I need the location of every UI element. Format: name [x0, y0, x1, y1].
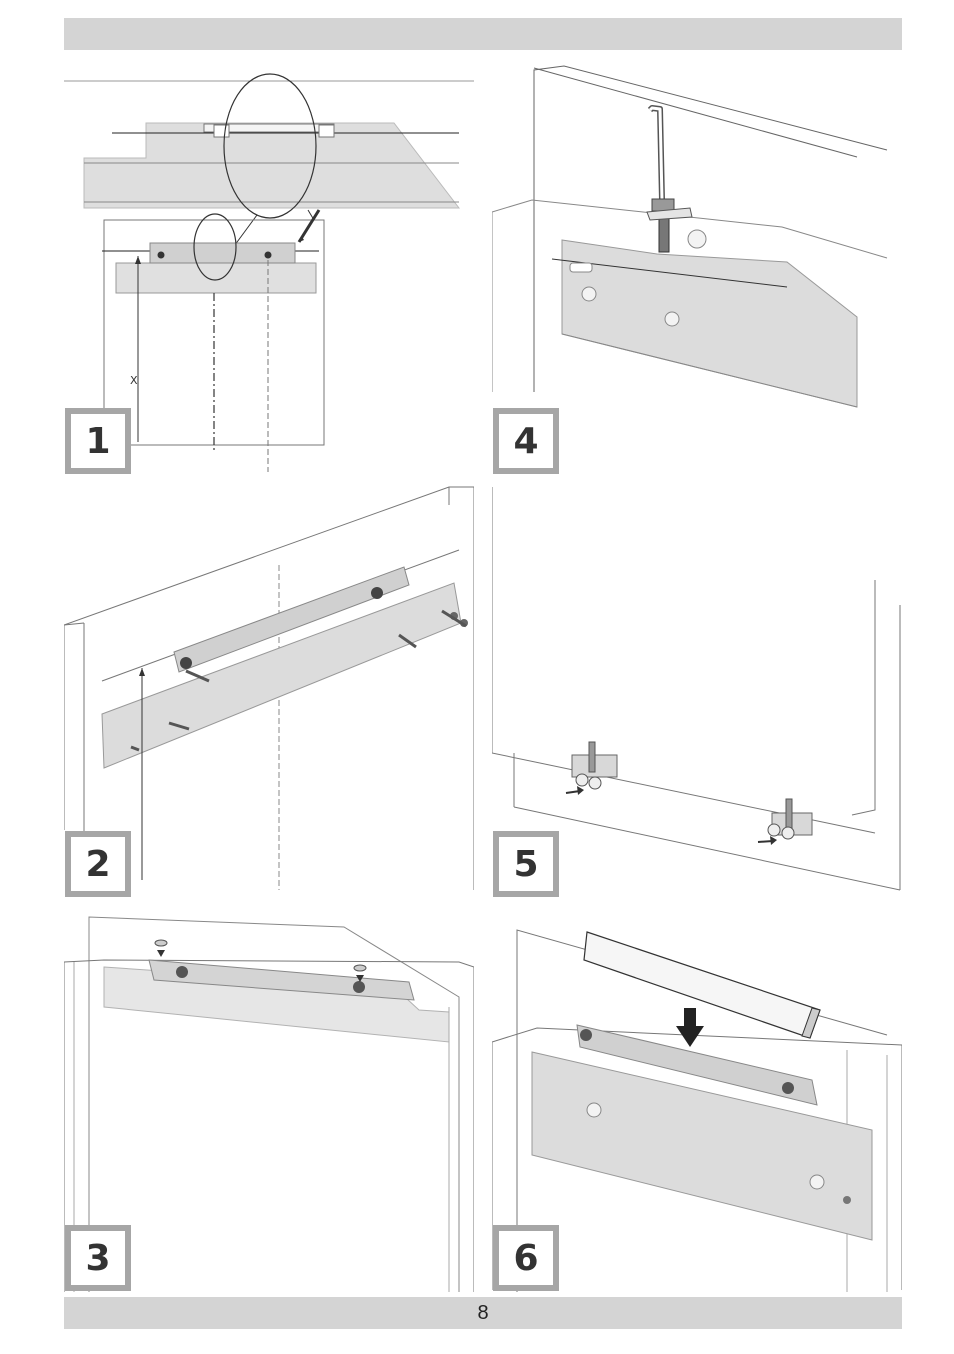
step-3-panel: 3	[64, 912, 474, 1292]
pencil-icon	[299, 210, 319, 242]
rail-profile	[584, 932, 820, 1038]
step-1-panel: X 1	[64, 70, 474, 472]
step-5-panel: 5	[492, 485, 902, 895]
page-number: 8	[477, 1302, 488, 1325]
screw-icon	[768, 799, 812, 839]
screw-icon	[572, 742, 617, 789]
header-bar	[64, 18, 902, 50]
push-arrow-icon	[566, 786, 584, 795]
step-3-number: 3	[65, 1225, 131, 1291]
allen-key-icon	[650, 108, 662, 200]
step-2-panel: 2	[64, 485, 474, 895]
push-arrow-icon	[758, 836, 777, 845]
step-6-panel: 6	[492, 920, 902, 1292]
step-4-panel: 4	[492, 62, 902, 472]
step-6-number: 6	[493, 1225, 559, 1291]
step-5-number: 5	[493, 831, 559, 897]
step-1-number: 1	[65, 408, 131, 474]
step-4-number: 4	[493, 408, 559, 474]
footer-bar: 8	[64, 1297, 902, 1329]
step-2-number: 2	[65, 831, 131, 897]
step-1-dimension-label: X	[130, 374, 138, 387]
down-arrow-icon	[676, 1008, 704, 1047]
